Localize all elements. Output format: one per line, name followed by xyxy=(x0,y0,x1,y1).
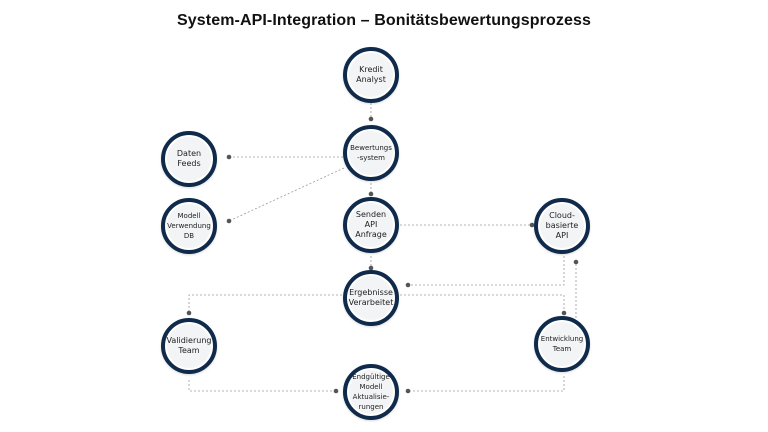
node-endgueltige-modell-aktualisierungen[interactable]: Endgültige Modell Aktualisie- rungen xyxy=(343,364,399,420)
edge-bewertung-modelldb xyxy=(228,167,345,222)
node-label: Kredit Analyst xyxy=(356,65,386,84)
arrow-dot xyxy=(368,116,374,122)
node-label: Ergebnisse Verarbeitet xyxy=(348,288,394,307)
node-label: Bewertungs -system xyxy=(350,144,392,162)
node-entwicklung-team[interactable]: Entwicklung Team xyxy=(534,316,590,372)
arrow-dot xyxy=(561,310,567,316)
arrow-dot xyxy=(333,388,339,394)
node-validierung-team[interactable]: Validierung Team xyxy=(161,318,217,374)
arrow-dot xyxy=(573,259,579,265)
arrow-dot xyxy=(405,282,411,288)
edge-entwicklung-final xyxy=(408,376,565,392)
arrow-dot xyxy=(186,310,192,316)
node-label: Validierung Team xyxy=(166,336,212,355)
edge-ergebnisse-validierung xyxy=(188,294,342,313)
arrow-dot xyxy=(226,154,232,160)
edge-ergebnisse-entwicklung xyxy=(400,294,565,313)
arrow-dot xyxy=(405,388,411,394)
node-senden-api-anfrage[interactable]: Senden API Anfrage xyxy=(343,197,399,253)
arrow-dot xyxy=(368,265,374,271)
edge-cloud-ergebnisse xyxy=(408,256,565,286)
node-label: Endgültige Modell Aktualisie- rungen xyxy=(352,373,390,411)
node-label: Entwicklung Team xyxy=(540,335,584,353)
edge-validierung-final xyxy=(188,380,336,392)
node-ergebnisse-verarbeitet[interactable]: Ergebnisse Verarbeitet xyxy=(343,270,399,326)
node-label: Modell Verwendung DB xyxy=(167,212,211,240)
node-label: Daten Feeds xyxy=(176,149,202,168)
node-modell-verwendung-db[interactable]: Modell Verwendung DB xyxy=(161,198,217,254)
arrow-dot xyxy=(368,191,374,197)
node-label: Senden API Anfrage xyxy=(355,210,387,239)
arrow-dot xyxy=(226,218,232,224)
node-bewertungssystem[interactable]: Bewertungs -system xyxy=(343,125,399,181)
node-label: Cloud- basierte API xyxy=(545,211,579,240)
node-daten-feeds[interactable]: Daten Feeds xyxy=(161,131,217,187)
node-kredit-analyst[interactable]: Kredit Analyst xyxy=(343,47,399,103)
diagram-title: System-API-Integration – Bonitätsbewertu… xyxy=(177,12,591,29)
arrow-dot xyxy=(529,222,535,228)
node-cloud-api[interactable]: Cloud- basierte API xyxy=(534,198,590,254)
